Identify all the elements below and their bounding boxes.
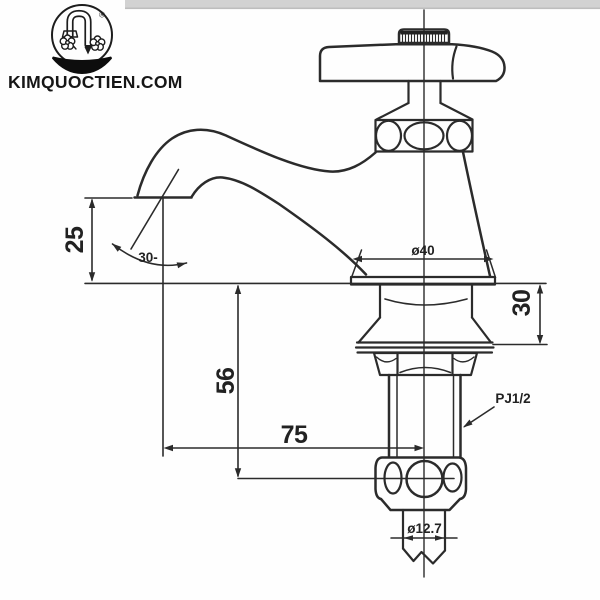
mounting-flange [349,275,497,286]
tail-pipe [401,508,447,565]
dim-25-label: 25 [61,226,89,253]
handle-contour-line [451,45,458,80]
dimension-angle-30: 30- [111,168,188,269]
site-url-text: KIMQUOCTIEN.COM [8,72,183,92]
dim-dia40-label: ø40 [411,243,434,258]
collar-ellipse-center [403,121,445,151]
faucet-drawing: 25 30- ø40 30 [61,9,548,578]
dimension-thread: PJ1/2 [463,391,531,428]
sink-basin-icon [52,56,112,74]
collar-ellipse-left [374,119,403,152]
escutcheon [354,283,495,354]
angle-reference-line [130,168,180,250]
valve-flare [375,101,474,121]
top-bar-fill [125,0,600,8]
water-arrow-icon [84,47,92,55]
collar-ellipse-right [445,119,474,152]
bell-skirt [357,316,493,344]
handle-knurl [401,33,446,43]
inlet-ball [237,456,468,512]
handle-cap [397,28,451,45]
flower-icon-right [89,35,106,51]
dimension-30: 30 [492,284,548,346]
dim-75-label: 75 [281,421,308,449]
dim-56-label: 56 [212,368,240,395]
dimension-25: 25 [61,197,133,282]
thread-lines [396,374,455,458]
top-bar [125,0,600,10]
dimension-dia40: ø40 [350,243,497,279]
dimension-56: 56 [212,284,242,478]
registered-mark: ® [99,11,105,20]
handle [318,42,506,83]
dimension-75: 75 [162,197,424,457]
top-bar-edge [125,7,600,10]
spout [133,128,377,276]
dimension-dia12-7: ø12.7 [390,521,458,541]
spout-lower-line [190,176,368,276]
dim-angle-label: 30- [138,250,158,265]
spout-upper-line [136,128,377,197]
dim-thread-label: PJ1/2 [495,391,530,406]
threaded-shank [387,373,462,458]
brand-logo: ® [51,4,113,74]
spout-nozzle-icon [61,30,79,38]
hex-nut [372,351,479,377]
ball-oval-right [442,462,463,493]
valve-collar [374,118,474,153]
bell-rim [354,341,495,354]
dim-30-label: 30 [508,290,536,317]
pipe-break [401,547,447,565]
valve-neck [407,79,442,105]
dim-dia12-7-label: ø12.7 [407,521,442,536]
flower-icon-left [59,34,76,50]
